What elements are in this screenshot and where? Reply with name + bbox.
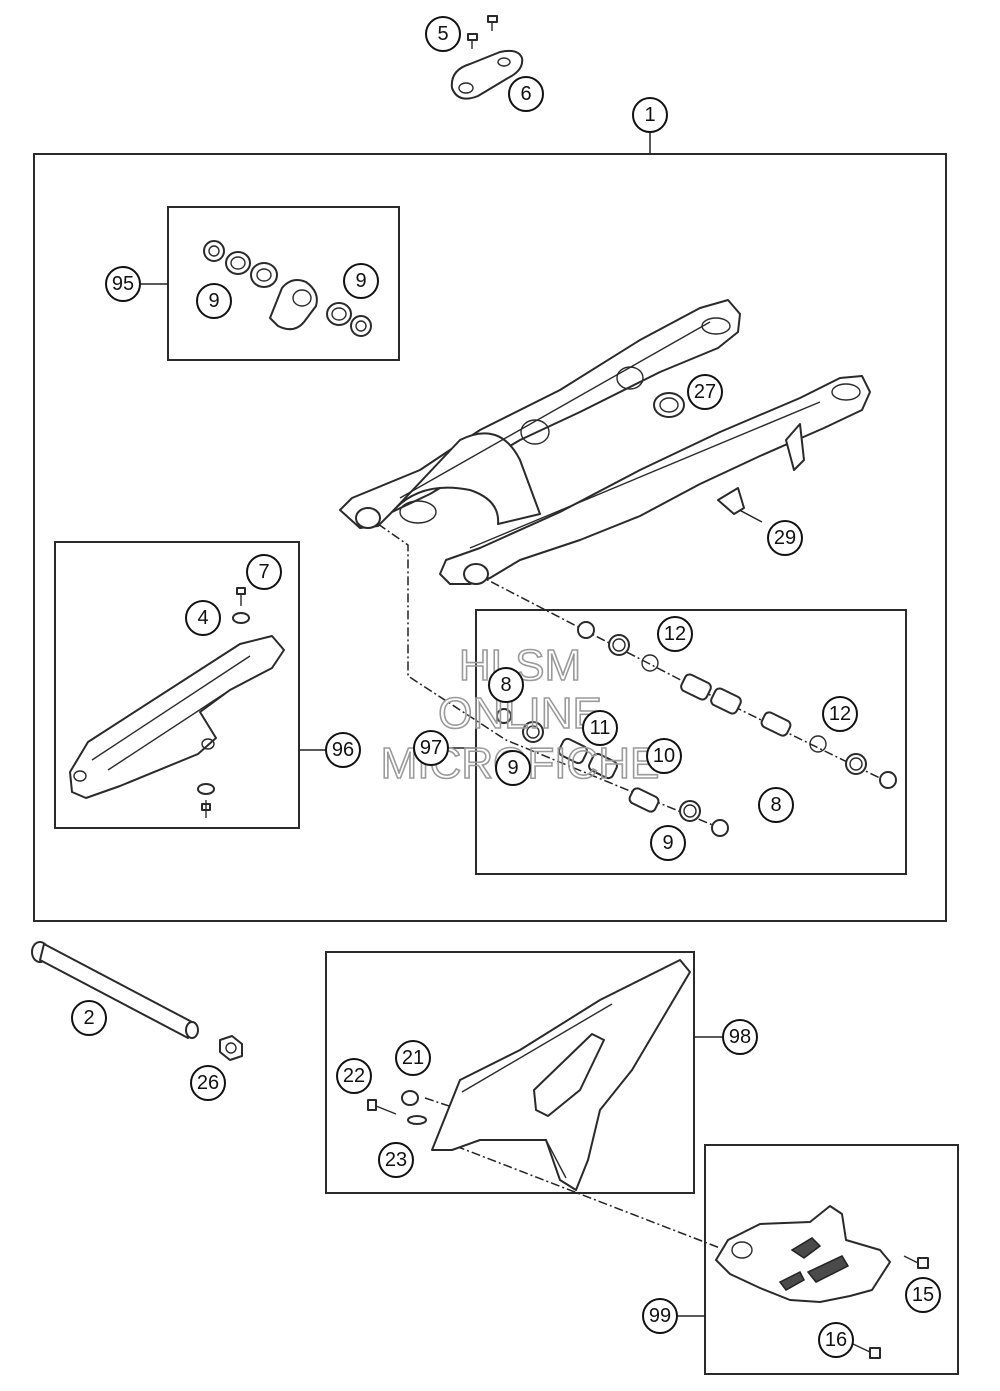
callout-29: 29 xyxy=(767,520,803,556)
callout-26: 26 xyxy=(190,1065,226,1101)
callout-6: 6 xyxy=(508,76,544,112)
bearing-kit-frame xyxy=(475,609,907,875)
svg-text:99: 99 xyxy=(649,1305,671,1327)
kit-98-frame xyxy=(325,951,695,1194)
callout-21: 21 xyxy=(395,1040,431,1076)
svg-text:9: 9 xyxy=(507,757,518,779)
callout-9-bearing-bottom: 9 xyxy=(650,825,686,861)
svg-text:2: 2 xyxy=(83,1007,94,1029)
callout-9-kit95-left: 9 xyxy=(196,283,232,319)
svg-text:8: 8 xyxy=(500,674,511,696)
svg-text:22: 22 xyxy=(343,1065,365,1087)
callout-12-lower: 12 xyxy=(822,696,858,732)
svg-text:21: 21 xyxy=(402,1047,424,1069)
svg-text:10: 10 xyxy=(653,745,675,767)
svg-text:96: 96 xyxy=(332,739,354,761)
nut-26-part xyxy=(219,1035,243,1061)
ring-27-part xyxy=(653,392,685,418)
watermark-line2: ONLINE xyxy=(438,689,602,738)
bearing-kit-parts xyxy=(496,621,897,837)
callout-9-kit95-right: 9 xyxy=(343,263,379,299)
callout-98: 98 xyxy=(722,1019,758,1055)
svg-text:98: 98 xyxy=(729,1026,751,1048)
callout-27: 27 xyxy=(687,374,723,410)
callout-1: 1 xyxy=(632,97,668,133)
callout-96: 96 xyxy=(325,732,361,768)
chain-guide-99-part xyxy=(715,1205,929,1359)
callout-22: 22 xyxy=(336,1058,372,1094)
svg-text:4: 4 xyxy=(197,607,208,629)
swingarm-body xyxy=(339,299,871,585)
callout-15: 15 xyxy=(905,1277,941,1313)
callout-9-bearing-left: 9 xyxy=(495,750,531,786)
callout-23: 23 xyxy=(378,1142,414,1178)
main-assembly-frame xyxy=(33,153,947,922)
svg-text:23: 23 xyxy=(385,1149,407,1171)
svg-text:8: 8 xyxy=(770,794,781,816)
callout-8-lower: 8 xyxy=(758,787,794,823)
callout-11: 11 xyxy=(582,710,618,746)
callout-4: 4 xyxy=(185,600,221,636)
clamp-6-part xyxy=(450,49,524,100)
callout-5: 5 xyxy=(425,16,461,52)
svg-text:26: 26 xyxy=(197,1072,219,1094)
svg-text:15: 15 xyxy=(912,1284,934,1306)
svg-text:11: 11 xyxy=(590,717,611,739)
svg-text:9: 9 xyxy=(355,270,366,292)
svg-text:9: 9 xyxy=(662,832,673,854)
callout-7: 7 xyxy=(246,554,282,590)
callout-10: 10 xyxy=(646,738,682,774)
callout-95: 95 xyxy=(105,266,141,302)
svg-text:12: 12 xyxy=(664,623,686,645)
callout-2: 2 xyxy=(71,1000,107,1036)
callout-16: 16 xyxy=(818,1322,854,1358)
chain-slider-96-part xyxy=(69,587,285,818)
svg-text:27: 27 xyxy=(694,381,716,403)
callout-99: 99 xyxy=(642,1298,678,1334)
svg-text:9: 9 xyxy=(208,290,219,312)
bolt-5-part xyxy=(467,15,498,49)
svg-text:16: 16 xyxy=(825,1329,847,1351)
callout-12-upper: 12 xyxy=(657,616,693,652)
svg-text:29: 29 xyxy=(774,527,796,549)
kit-96-frame xyxy=(54,541,300,829)
chain-guard-98-part xyxy=(367,959,691,1191)
svg-text:6: 6 xyxy=(520,83,531,105)
kit-95-parts xyxy=(203,240,372,337)
svg-text:7: 7 xyxy=(258,561,269,583)
svg-text:12: 12 xyxy=(829,703,851,725)
kit-99-frame xyxy=(704,1144,959,1375)
callout-97: 97 xyxy=(413,730,449,766)
svg-text:97: 97 xyxy=(420,737,442,759)
callout-8-upper: 8 xyxy=(488,667,524,703)
svg-text:1: 1 xyxy=(644,104,655,126)
svg-text:5: 5 xyxy=(437,23,448,45)
axle-2-part xyxy=(31,941,199,1039)
svg-text:95: 95 xyxy=(112,273,134,295)
